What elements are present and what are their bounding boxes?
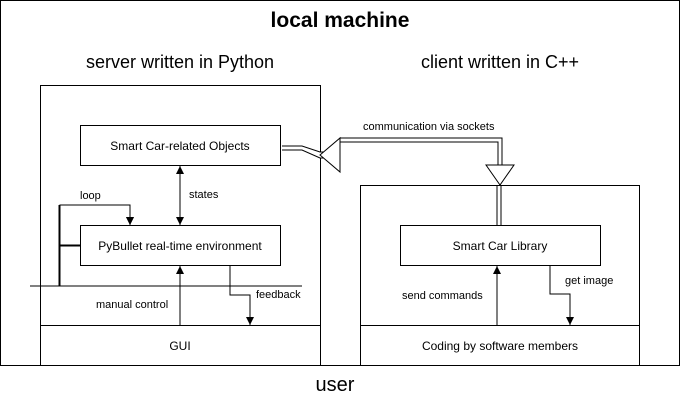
communication-label: communication via sockets [363,121,495,133]
get-image-label: get image [565,275,613,287]
states-label: states [189,189,219,201]
sockets-arrowhead-down [485,164,515,186]
pybullet-env-label: PyBullet real-time environment [98,239,262,253]
loop-drawn [59,204,134,286]
loop-label: loop [80,190,101,202]
manual-control-label: manual control [96,299,168,311]
coding-box-label: Coding by software members [422,339,578,353]
smart-car-library-box [400,225,601,266]
send-commands-label: send commands [402,290,483,302]
pybullet-env-box [80,225,281,266]
gui-box-label: GUI [169,339,190,353]
feedback-arrow [229,265,254,325]
sockets-arrowhead-left [319,136,341,174]
gui-box [40,325,321,366]
get-image-arrow [549,265,574,325]
local-machine-title: local machine [271,9,410,32]
user-label: user [316,374,355,396]
smart-car-library-label: Smart Car Library [453,239,548,253]
coding-box [360,325,640,366]
feedback-label: feedback [256,289,301,301]
smart-car-objects-label: Smart Car-related Objects [110,139,249,153]
server-label: server written in Python [86,52,274,72]
client-label: client written in C++ [421,52,579,72]
smart-car-objects-box [80,125,281,166]
